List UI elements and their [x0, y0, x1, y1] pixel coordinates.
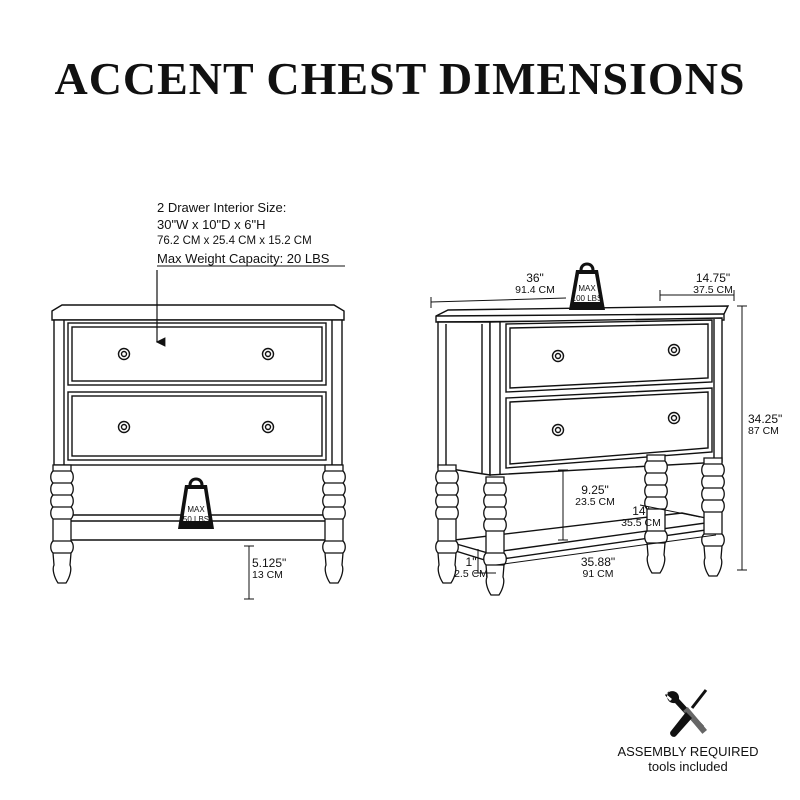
knob	[117, 347, 131, 361]
knob	[551, 423, 565, 437]
front-top-board	[51, 304, 345, 321]
knob	[551, 349, 565, 363]
shelf-gap-label: 9.25" 23.5 CM	[575, 483, 615, 508]
knob	[117, 420, 131, 434]
depth-label: 14.75" 37.5 CM	[693, 271, 733, 296]
shelf-width-label: 35.88" 91 CM	[580, 555, 616, 580]
page-title: ACCENT CHEST DIMENSIONS	[54, 53, 746, 104]
front-shelf-weight-label: MAX 50 LBS	[182, 505, 210, 524]
side-drawer-top	[505, 319, 713, 393]
assembly-note: ASSEMBLY REQUIRED tools included	[598, 744, 778, 774]
interior-size-inches: 30"W x 10"D x 6"H	[157, 217, 266, 232]
front-legs	[50, 464, 346, 584]
side-drawer-bottom	[505, 387, 713, 469]
front-drawer-bottom	[67, 391, 327, 461]
top-weight-label: MAX 100 LBS	[571, 284, 603, 303]
weight-icon	[569, 262, 605, 310]
height-label: 34.25" 87 CM	[748, 412, 783, 437]
tools-icon	[665, 689, 708, 737]
interior-size-heading: 2 Drawer Interior Size:	[157, 200, 287, 215]
shelf-thickness-label: 1" 2.5 CM	[454, 555, 488, 580]
side-dimensions	[430, 290, 747, 574]
tools-included-text: tools included	[648, 759, 728, 774]
knob	[667, 343, 681, 357]
interior-size-cm: 76.2 CM x 25.4 CM x 15.2 CM	[157, 235, 312, 247]
knob	[261, 420, 275, 434]
knob	[261, 347, 275, 361]
shelf-depth-label: 14" 35.5 CM	[621, 504, 661, 529]
drawer-interior-note: 2 Drawer Interior Size: 30"W x 10"D x 6"…	[157, 199, 329, 267]
weight-icon	[178, 477, 214, 529]
front-drawer-top	[67, 322, 327, 386]
knob	[667, 411, 681, 425]
shelf-clearance-label: 5.125" 13 CM	[252, 556, 287, 581]
side-view-chest	[435, 305, 730, 562]
front-view-chest	[51, 304, 345, 541]
width-label: 36" 91.4 CM	[515, 271, 555, 296]
assembly-required-text: ASSEMBLY REQUIRED	[617, 744, 759, 759]
max-weight-capacity: Max Weight Capacity: 20 LBS	[157, 251, 330, 266]
shelf-clearance-dimension	[244, 545, 254, 600]
